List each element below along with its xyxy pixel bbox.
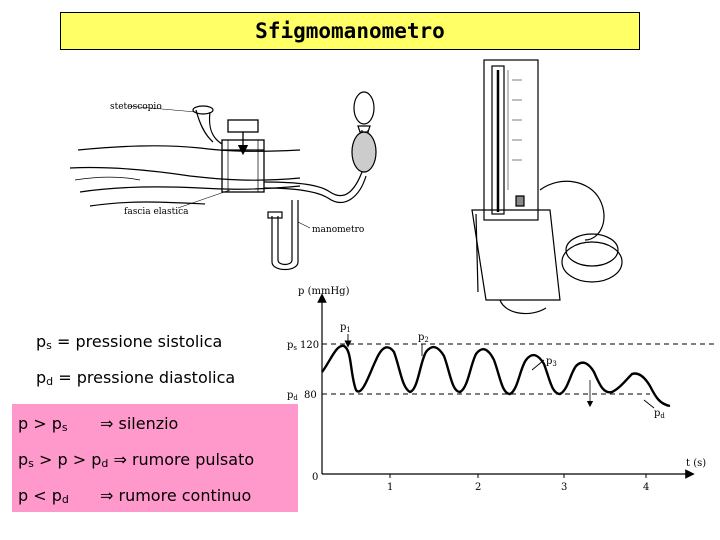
rule-silence: p > ps ⇒ silenzio (18, 414, 179, 434)
y-tick-80-p: pd (287, 390, 298, 402)
svg-text:pd: pd (654, 408, 665, 420)
title-banner: Sfigmomanometro (60, 12, 640, 50)
bulb-illustration (351, 91, 377, 173)
x-tick-3: 3 (561, 482, 567, 493)
p2-annotation: p2 (418, 332, 429, 356)
p1-annotation: p1 (340, 322, 352, 348)
x-ticks: 1 2 3 4 (387, 474, 649, 493)
cuff-illustration (221, 119, 265, 193)
page-title: Sfigmomanometro (255, 19, 445, 43)
x-tick-4: 4 (643, 482, 649, 493)
stethoscope-label: stetoscopio (110, 102, 162, 112)
graph-origin-label: 0 (312, 472, 318, 483)
stethoscope-illustration (127, 105, 223, 145)
rule-continuous-noise: p < pd ⇒ rumore continuo (18, 486, 252, 506)
y-tick-120-label: 120 (300, 340, 319, 351)
rule-pulsed-noise: ps > p > pd ⇒ rumore pulsato (18, 450, 255, 470)
mercury-manometer-illustration (471, 59, 623, 315)
svg-text:p2: p2 (418, 332, 429, 344)
pressure-waveform (321, 344, 671, 408)
cuff-label: fascia elastica (124, 207, 189, 217)
systolic-definition: ps = pressione sistolica (36, 332, 223, 352)
pd-annotation: pd (643, 399, 665, 420)
diastolic-definition: pd = pressione diastolica (36, 368, 236, 388)
y-tick-80-label: 80 (304, 390, 317, 401)
svg-text:p3: p3 (546, 356, 557, 368)
implies-arrow: ⇒ silenzio (100, 414, 179, 433)
implies-arrow: ⇒ rumore continuo (100, 486, 252, 505)
manometer-label: manometro (312, 225, 364, 235)
x-tick-2: 2 (475, 482, 481, 493)
graph-ylabel: p (mmHg) (298, 286, 350, 297)
p3-annotation: p3 (531, 356, 557, 371)
graph-xlabel: t (s) (686, 458, 706, 469)
y-tick-120-p: ps (287, 340, 297, 352)
y-tick-80: pd 80 (287, 390, 317, 402)
pressure-graph: p (mmHg) t (s) 0 ps 120 pd 80 p1 p2 p3 p… (287, 286, 716, 493)
arm-illustration (69, 145, 301, 207)
svg-text:p1: p1 (340, 322, 351, 334)
implies-arrow: ⇒ rumore pulsato (113, 450, 255, 469)
rules-box: p > ps ⇒ silenzio ps > p > pd ⇒ rumore p… (12, 404, 298, 512)
x-tick-1: 1 (387, 482, 393, 493)
y-tick-120: ps 120 (287, 340, 319, 352)
